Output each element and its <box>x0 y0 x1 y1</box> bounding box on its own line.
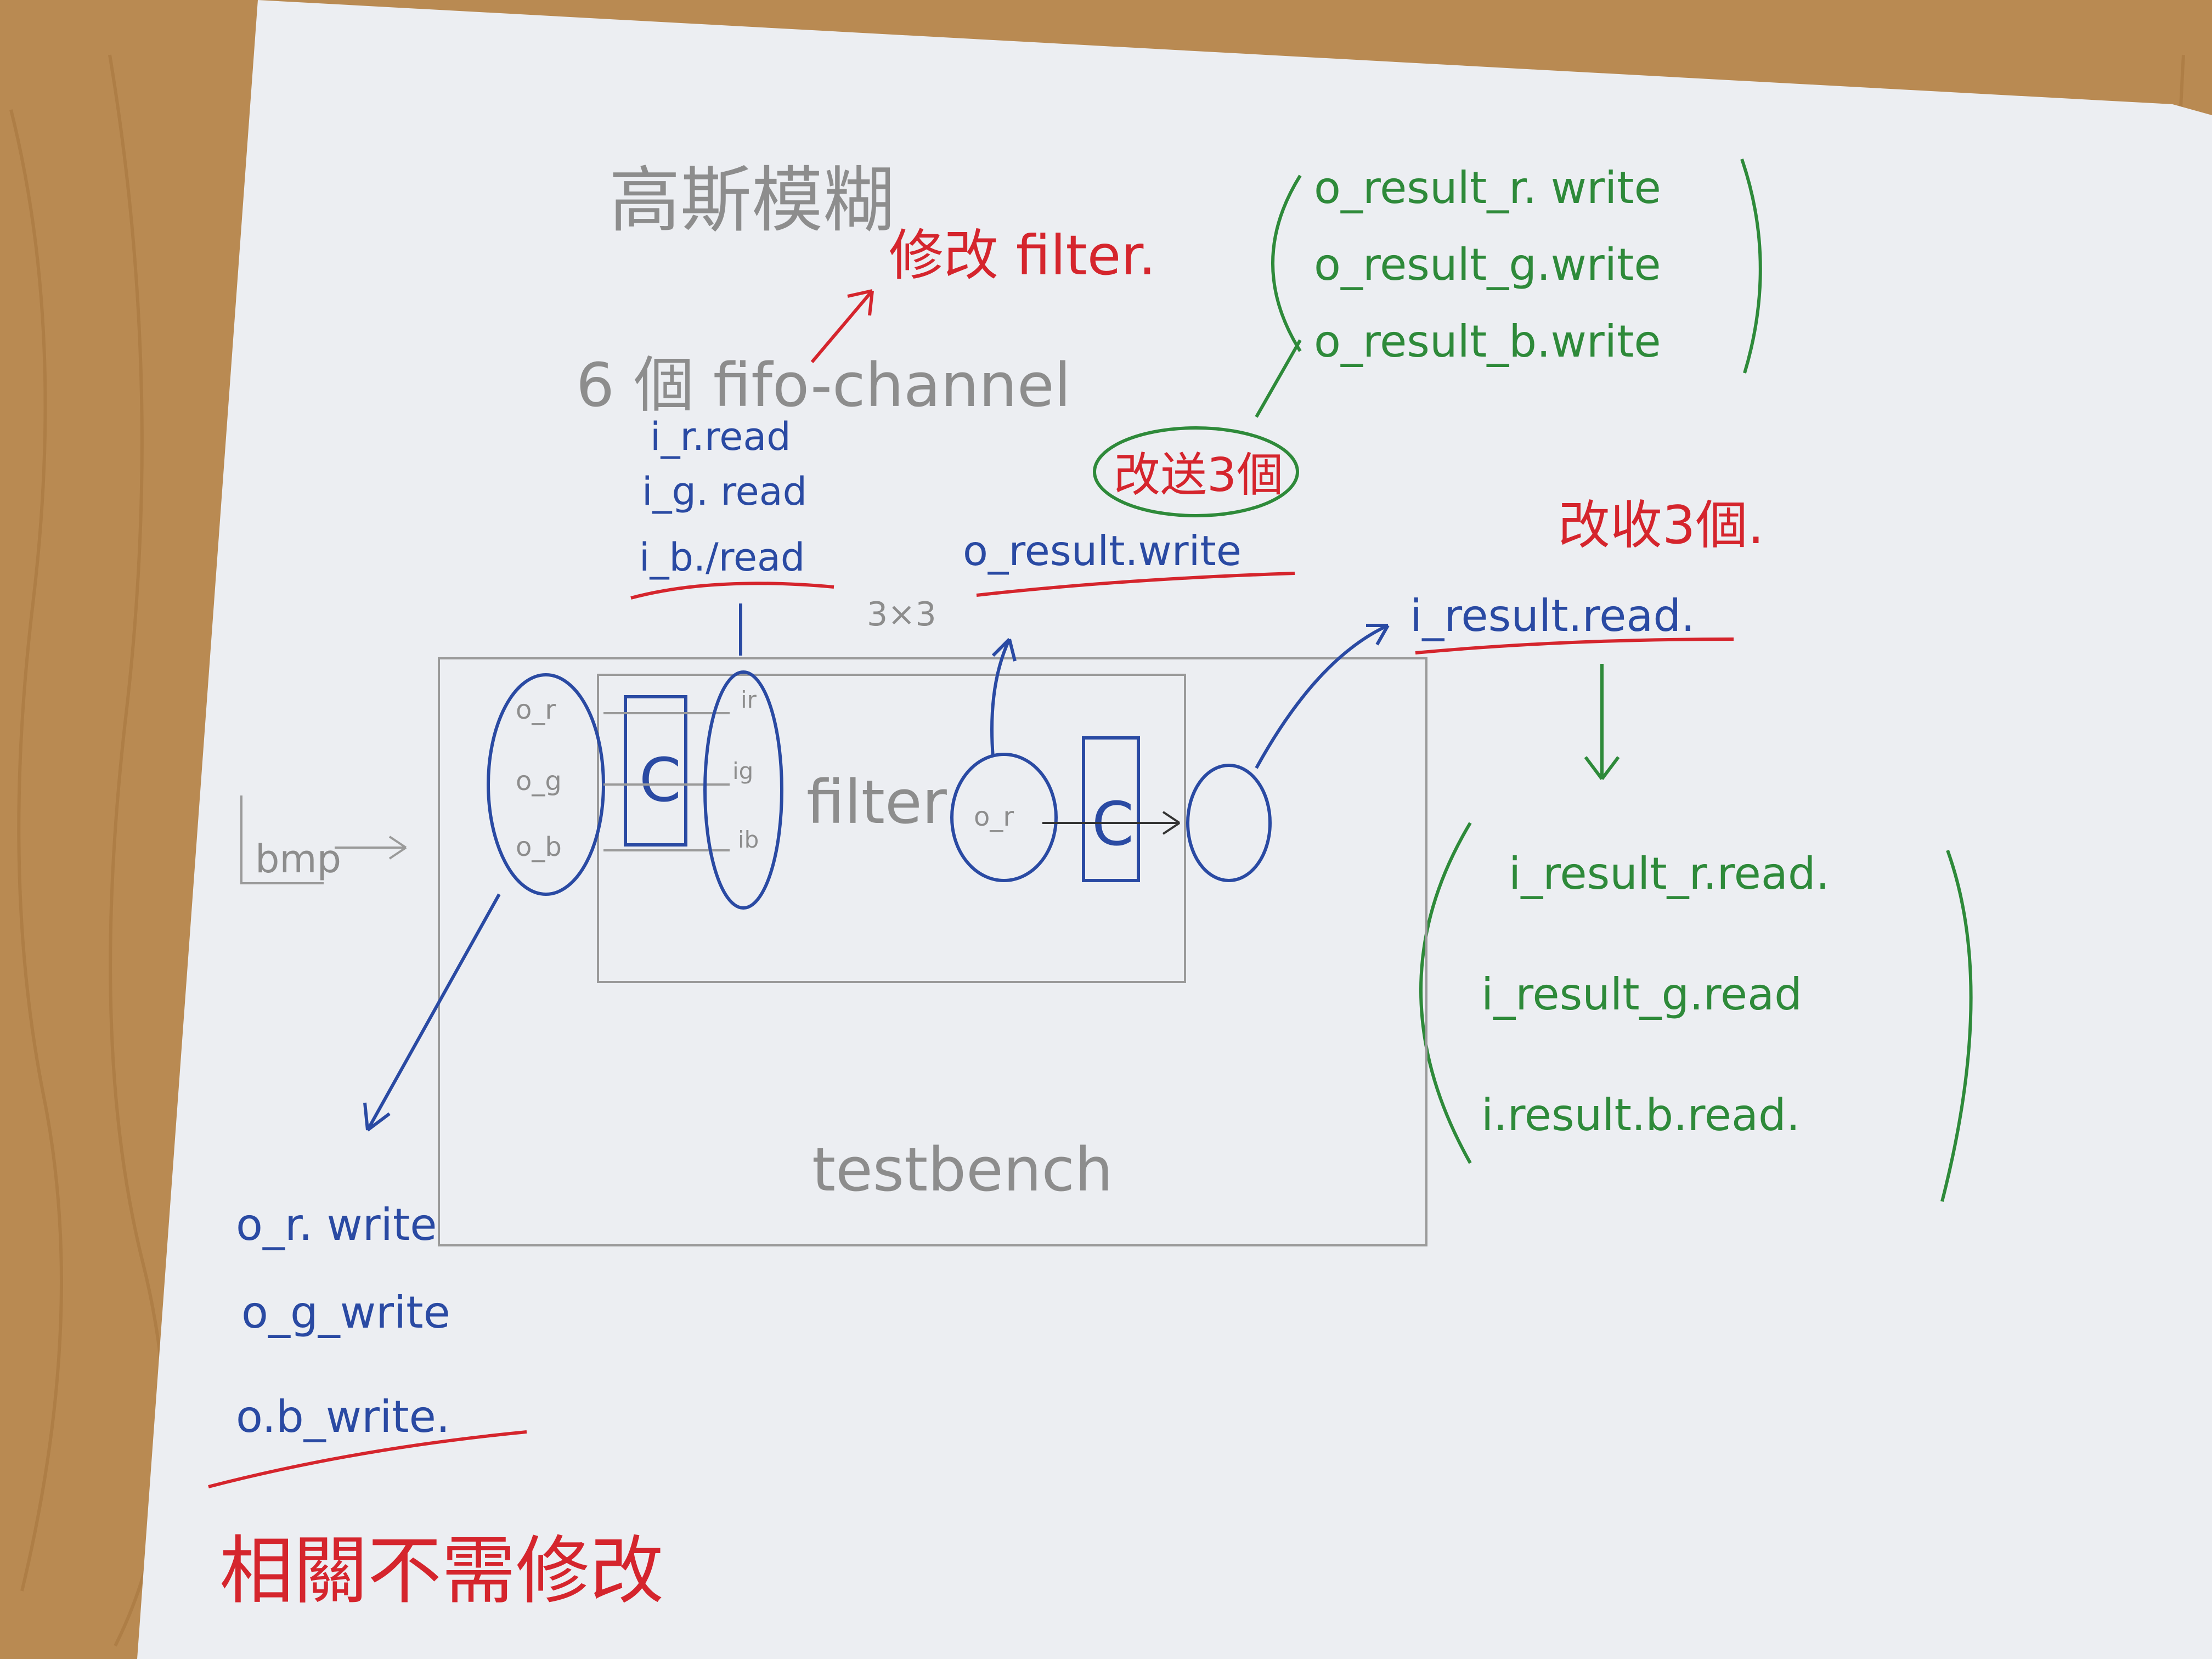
o-r-write: o_r. write <box>236 1199 437 1250</box>
channel-box-left <box>624 695 687 847</box>
channel-c-left: C <box>639 745 681 815</box>
red-underline-reads <box>630 582 834 600</box>
testbench-label: testbench <box>812 1135 1113 1205</box>
title-text: 高斯模糊 <box>609 159 894 242</box>
red-underline-o-result <box>976 572 1295 597</box>
i-result-g-read: i_result_g.read <box>1481 969 1802 1020</box>
i-b-read: i_b./read <box>639 535 805 580</box>
port-o-b: o_b <box>516 832 562 862</box>
o-result-b-write: o_result_b.write <box>1314 316 1661 367</box>
left-paren-i-results <box>1419 822 1472 1164</box>
channel-right-arrow <box>1042 811 1181 835</box>
i-result-b-read: i.result.b.read. <box>1481 1090 1800 1141</box>
o-result-r-write: o_result_r. write <box>1314 162 1661 213</box>
blue-arrow-to-o-result <box>990 637 1017 758</box>
testbench-input-oval <box>1186 764 1272 882</box>
send3-circle <box>1093 426 1299 517</box>
bmp-box <box>240 795 324 884</box>
testbench-box <box>438 657 1427 1246</box>
right-paren-o-results <box>1740 159 1762 374</box>
red-underline-o-writes <box>208 1430 527 1488</box>
o-g-write: o_g_write <box>241 1287 450 1338</box>
send3-note: 改送3個 <box>1114 448 1283 503</box>
green-arrow-down <box>1584 664 1620 780</box>
left-paren-o-results <box>1271 174 1302 352</box>
recv3-note: 改收3個. <box>1558 495 1764 556</box>
i-result-read: i_result.read. <box>1410 590 1695 641</box>
port-o-r: o_r <box>516 695 556 725</box>
bmp-label: bmp <box>255 837 341 882</box>
blue-arrow-to-i-result <box>1255 624 1390 769</box>
bmp-arrow <box>335 836 407 860</box>
red-arrow-to-modify <box>810 289 874 363</box>
o-result-write: o_result.write <box>963 527 1242 575</box>
no-change-note: 相關不需修改 <box>219 1528 664 1614</box>
input-ports-oval <box>703 670 783 910</box>
modify-filter-note: 修改 filter. <box>889 223 1156 287</box>
blue-arrow-to-o-writes <box>363 893 501 1132</box>
port-o-g: o_g <box>516 766 562 797</box>
i-result-r-read: i_result_r.read. <box>1509 848 1830 899</box>
channel-box-right <box>1082 736 1140 882</box>
kernel-size: 3×3 <box>867 595 936 634</box>
filter-label: filter <box>806 767 947 837</box>
red-underline-i-result <box>1415 637 1734 654</box>
fifo-channel-note: 6 個 fifo-channel <box>576 350 1071 420</box>
o-b-write: o.b_write. <box>236 1391 450 1442</box>
port-o-r-filter: o_r <box>974 802 1014 832</box>
o-result-g-write: o_result_g.write <box>1314 239 1661 290</box>
port-i-r: ir <box>741 686 757 713</box>
port-i-g: ig <box>732 758 753 785</box>
i-g-read: i_g. read <box>642 469 807 514</box>
right-paren-i-results <box>1940 849 1973 1202</box>
green-link-to-o-results <box>1255 339 1302 418</box>
i-r-read: i_r.read <box>650 414 791 459</box>
o-r-oval <box>950 753 1058 882</box>
port-i-b: ib <box>738 826 759 853</box>
